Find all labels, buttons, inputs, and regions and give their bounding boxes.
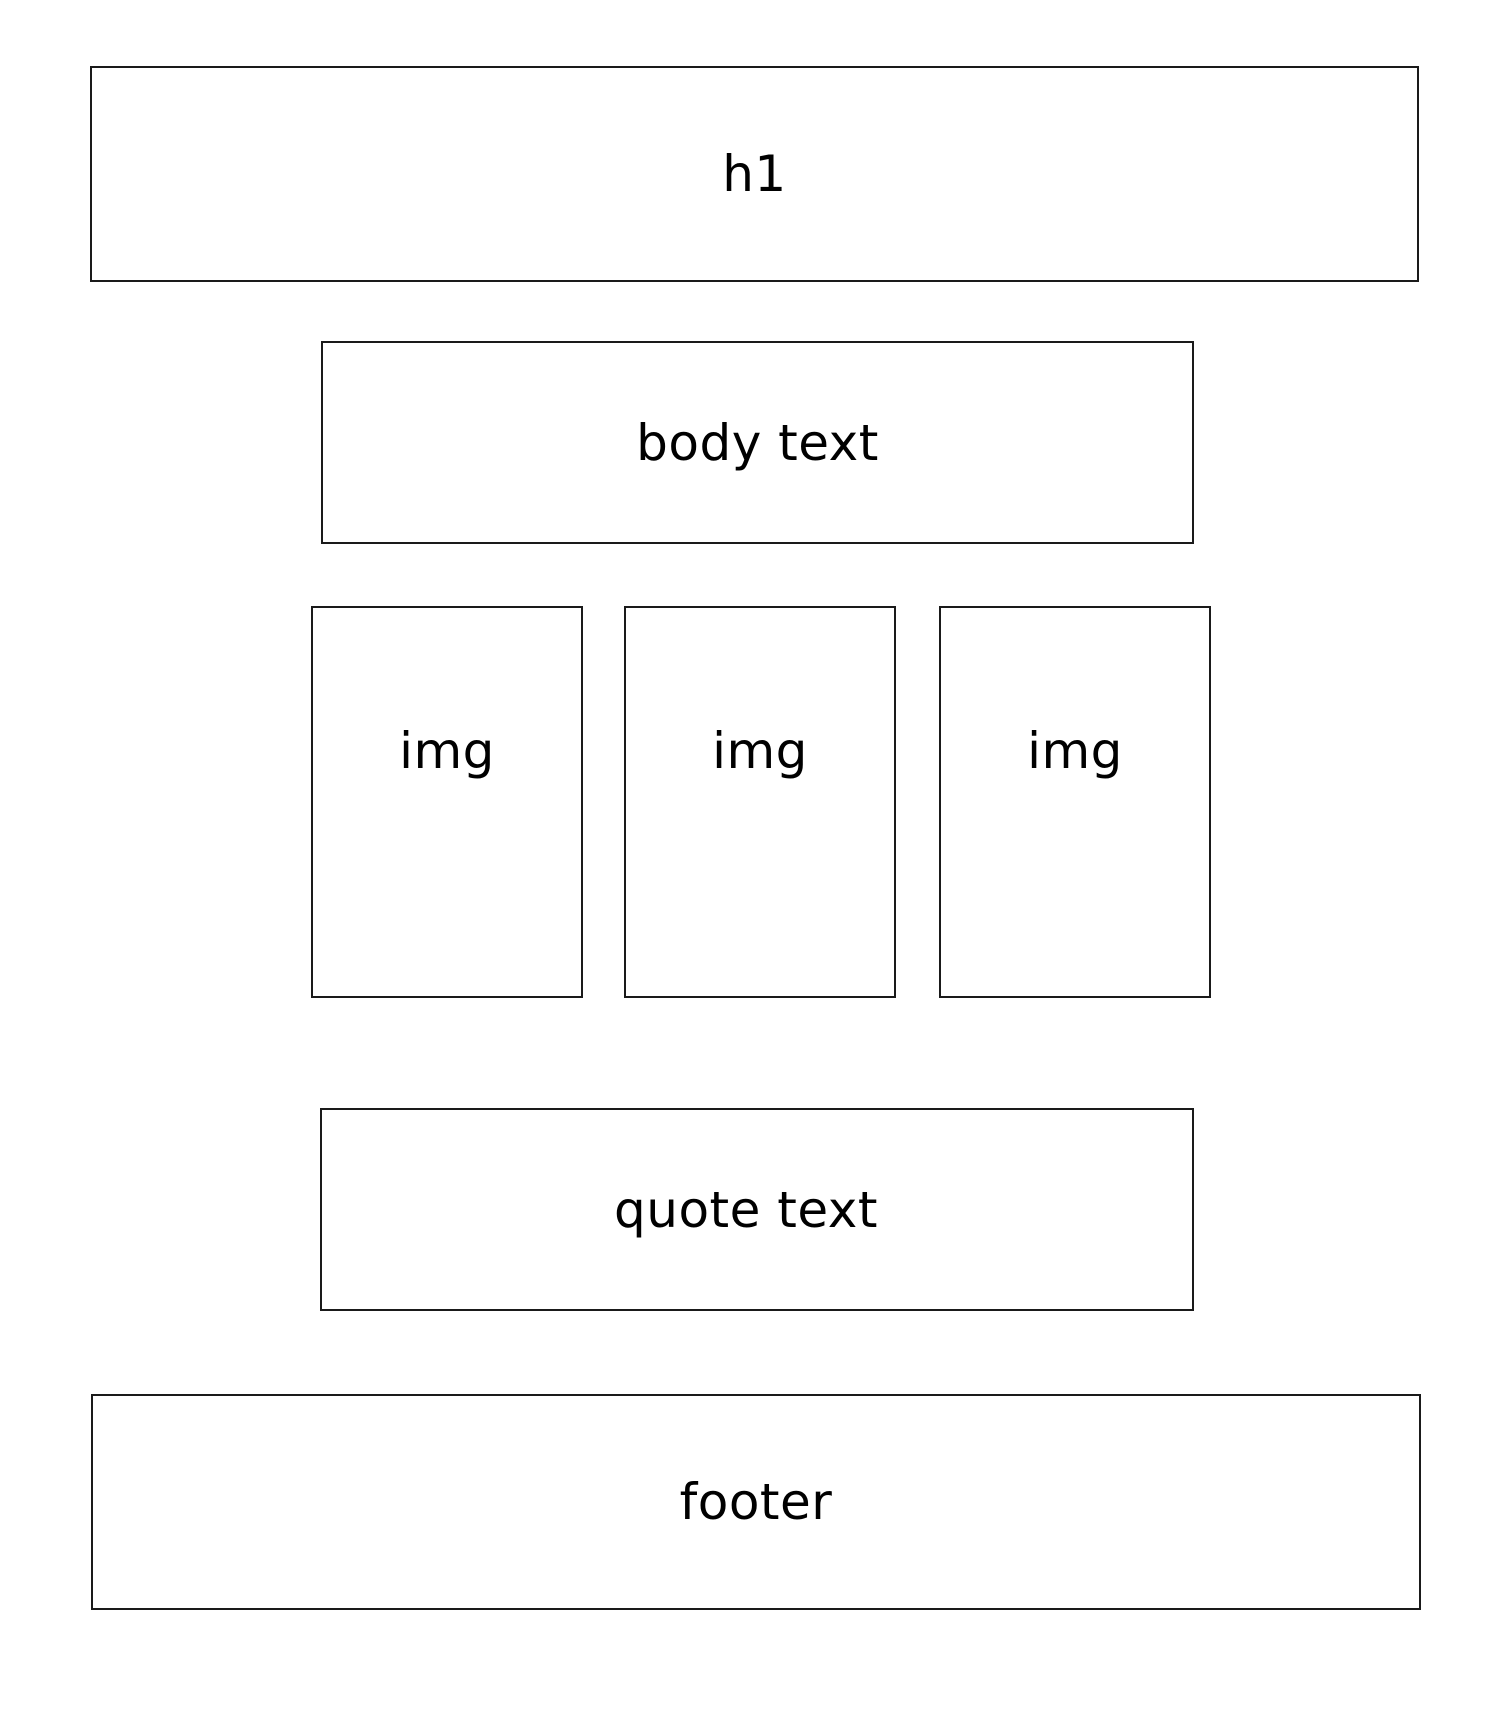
image-placeholder-3: img: [939, 606, 1211, 998]
header-label: h1: [722, 145, 787, 203]
footer-label: footer: [679, 1473, 833, 1531]
quote-label: quote text: [614, 1180, 878, 1239]
footer-placeholder: footer: [91, 1394, 1421, 1610]
image-placeholder-1: img: [311, 606, 583, 998]
image-placeholder-2: img: [624, 606, 896, 998]
image-label: img: [712, 722, 808, 780]
quote-placeholder: quote text: [320, 1108, 1194, 1311]
image-label: img: [399, 722, 495, 780]
image-label: img: [1027, 722, 1123, 780]
body-text-placeholder: body text: [321, 341, 1194, 544]
body-text-label: body text: [636, 413, 879, 472]
header-placeholder: h1: [90, 66, 1419, 282]
